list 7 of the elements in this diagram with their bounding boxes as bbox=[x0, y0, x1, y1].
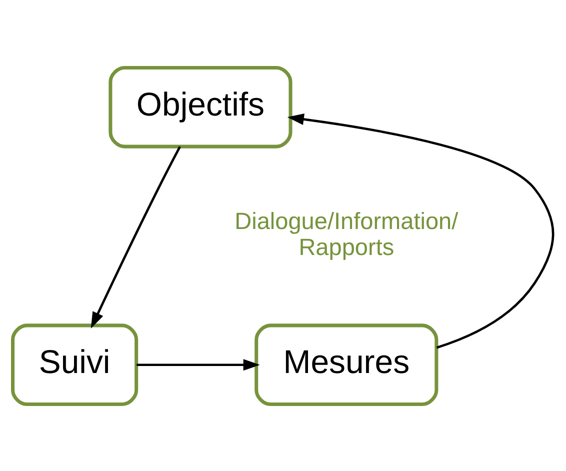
node-box: Objectifs bbox=[108, 65, 292, 148]
node-box: Mesures bbox=[254, 323, 438, 406]
node-box: Suivi bbox=[11, 323, 138, 406]
label: Dialogue/Information/ Rapports bbox=[234, 207, 458, 260]
arrow bbox=[90, 146, 181, 328]
arrow bbox=[136, 358, 260, 370]
arrow bbox=[287, 113, 554, 348]
